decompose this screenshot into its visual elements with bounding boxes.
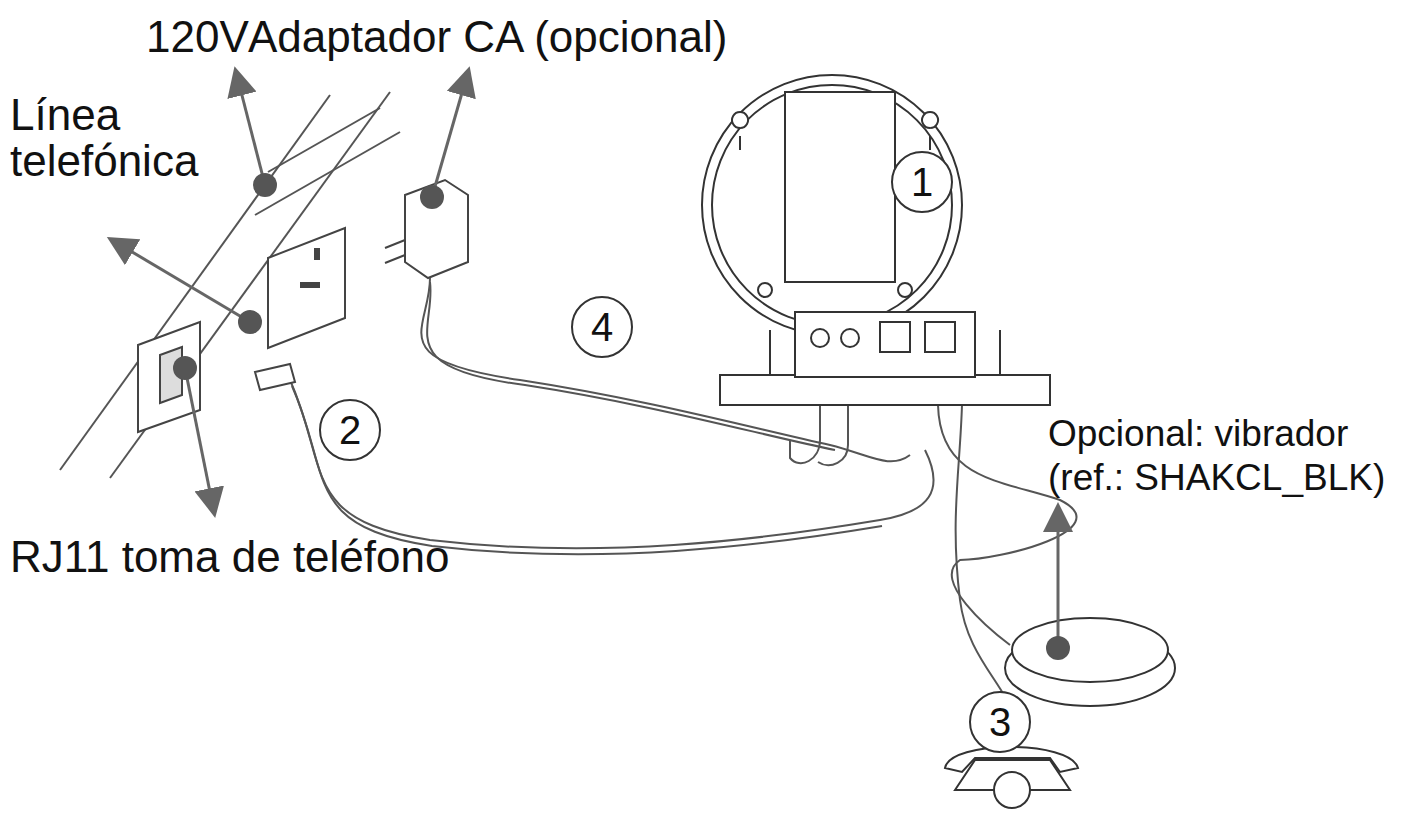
phone-plug — [255, 364, 295, 390]
callout-circles — [320, 152, 1030, 752]
rj11-port — [880, 322, 910, 352]
leader-dot — [253, 173, 277, 197]
plug-loop — [818, 402, 848, 465]
power-outlet — [268, 228, 345, 348]
part-label: Línea telefónica — [10, 92, 250, 184]
cables — [290, 278, 1076, 760]
battery-cover — [785, 92, 895, 282]
callout-number: 2 — [318, 398, 382, 462]
outlet-slot — [314, 248, 320, 260]
wall-line — [268, 108, 380, 172]
adapter-prong — [385, 240, 405, 248]
pad-top — [1012, 618, 1168, 682]
mount-hole — [922, 112, 938, 150]
leader-dot — [173, 356, 197, 380]
screw — [898, 283, 912, 297]
wall-line — [255, 132, 400, 215]
adapter-body — [405, 180, 468, 278]
outlet-plate — [268, 228, 345, 348]
leader-arrow — [112, 240, 250, 322]
phone-line-cable — [292, 386, 882, 554]
device-base — [720, 375, 1050, 405]
screw — [758, 283, 772, 297]
phone-jack — [138, 322, 200, 432]
plug-body — [255, 364, 295, 390]
leader-dot — [1046, 636, 1070, 660]
adapter-prong — [385, 255, 405, 263]
device-body — [702, 75, 962, 335]
part-label: Adaptador CA (opcional) — [248, 12, 928, 62]
mount-hole — [732, 112, 748, 150]
callout-number: 1 — [890, 150, 954, 214]
device-rim — [712, 85, 952, 325]
jack-plate — [138, 322, 200, 432]
outlet-slot — [300, 282, 320, 288]
vibrator-pad — [1005, 618, 1175, 706]
part-label: Opcional: vibrador (ref.: SHAKCL_BLK) — [1048, 412, 1420, 500]
telephone — [945, 747, 1078, 808]
leader-arrow — [432, 72, 468, 197]
leader-dot — [238, 310, 262, 334]
dc-port — [811, 329, 829, 347]
leader-dots — [173, 173, 1070, 660]
phone-dial — [994, 772, 1030, 808]
leader-arrow — [185, 368, 214, 512]
callout-number: 3 — [968, 690, 1032, 754]
receiver-device — [702, 75, 1050, 405]
plug-loop — [790, 402, 820, 463]
ac-adapter — [385, 180, 468, 278]
rj11-port — [925, 322, 955, 352]
leader-arrow — [236, 72, 265, 185]
part-label: RJ11 toma de teléfono — [10, 532, 550, 582]
port-panel — [795, 312, 975, 377]
callout-number: 4 — [570, 295, 634, 359]
leader-arrow — [1057, 508, 1060, 648]
leader-dot — [420, 185, 444, 209]
aux-port — [841, 329, 859, 347]
